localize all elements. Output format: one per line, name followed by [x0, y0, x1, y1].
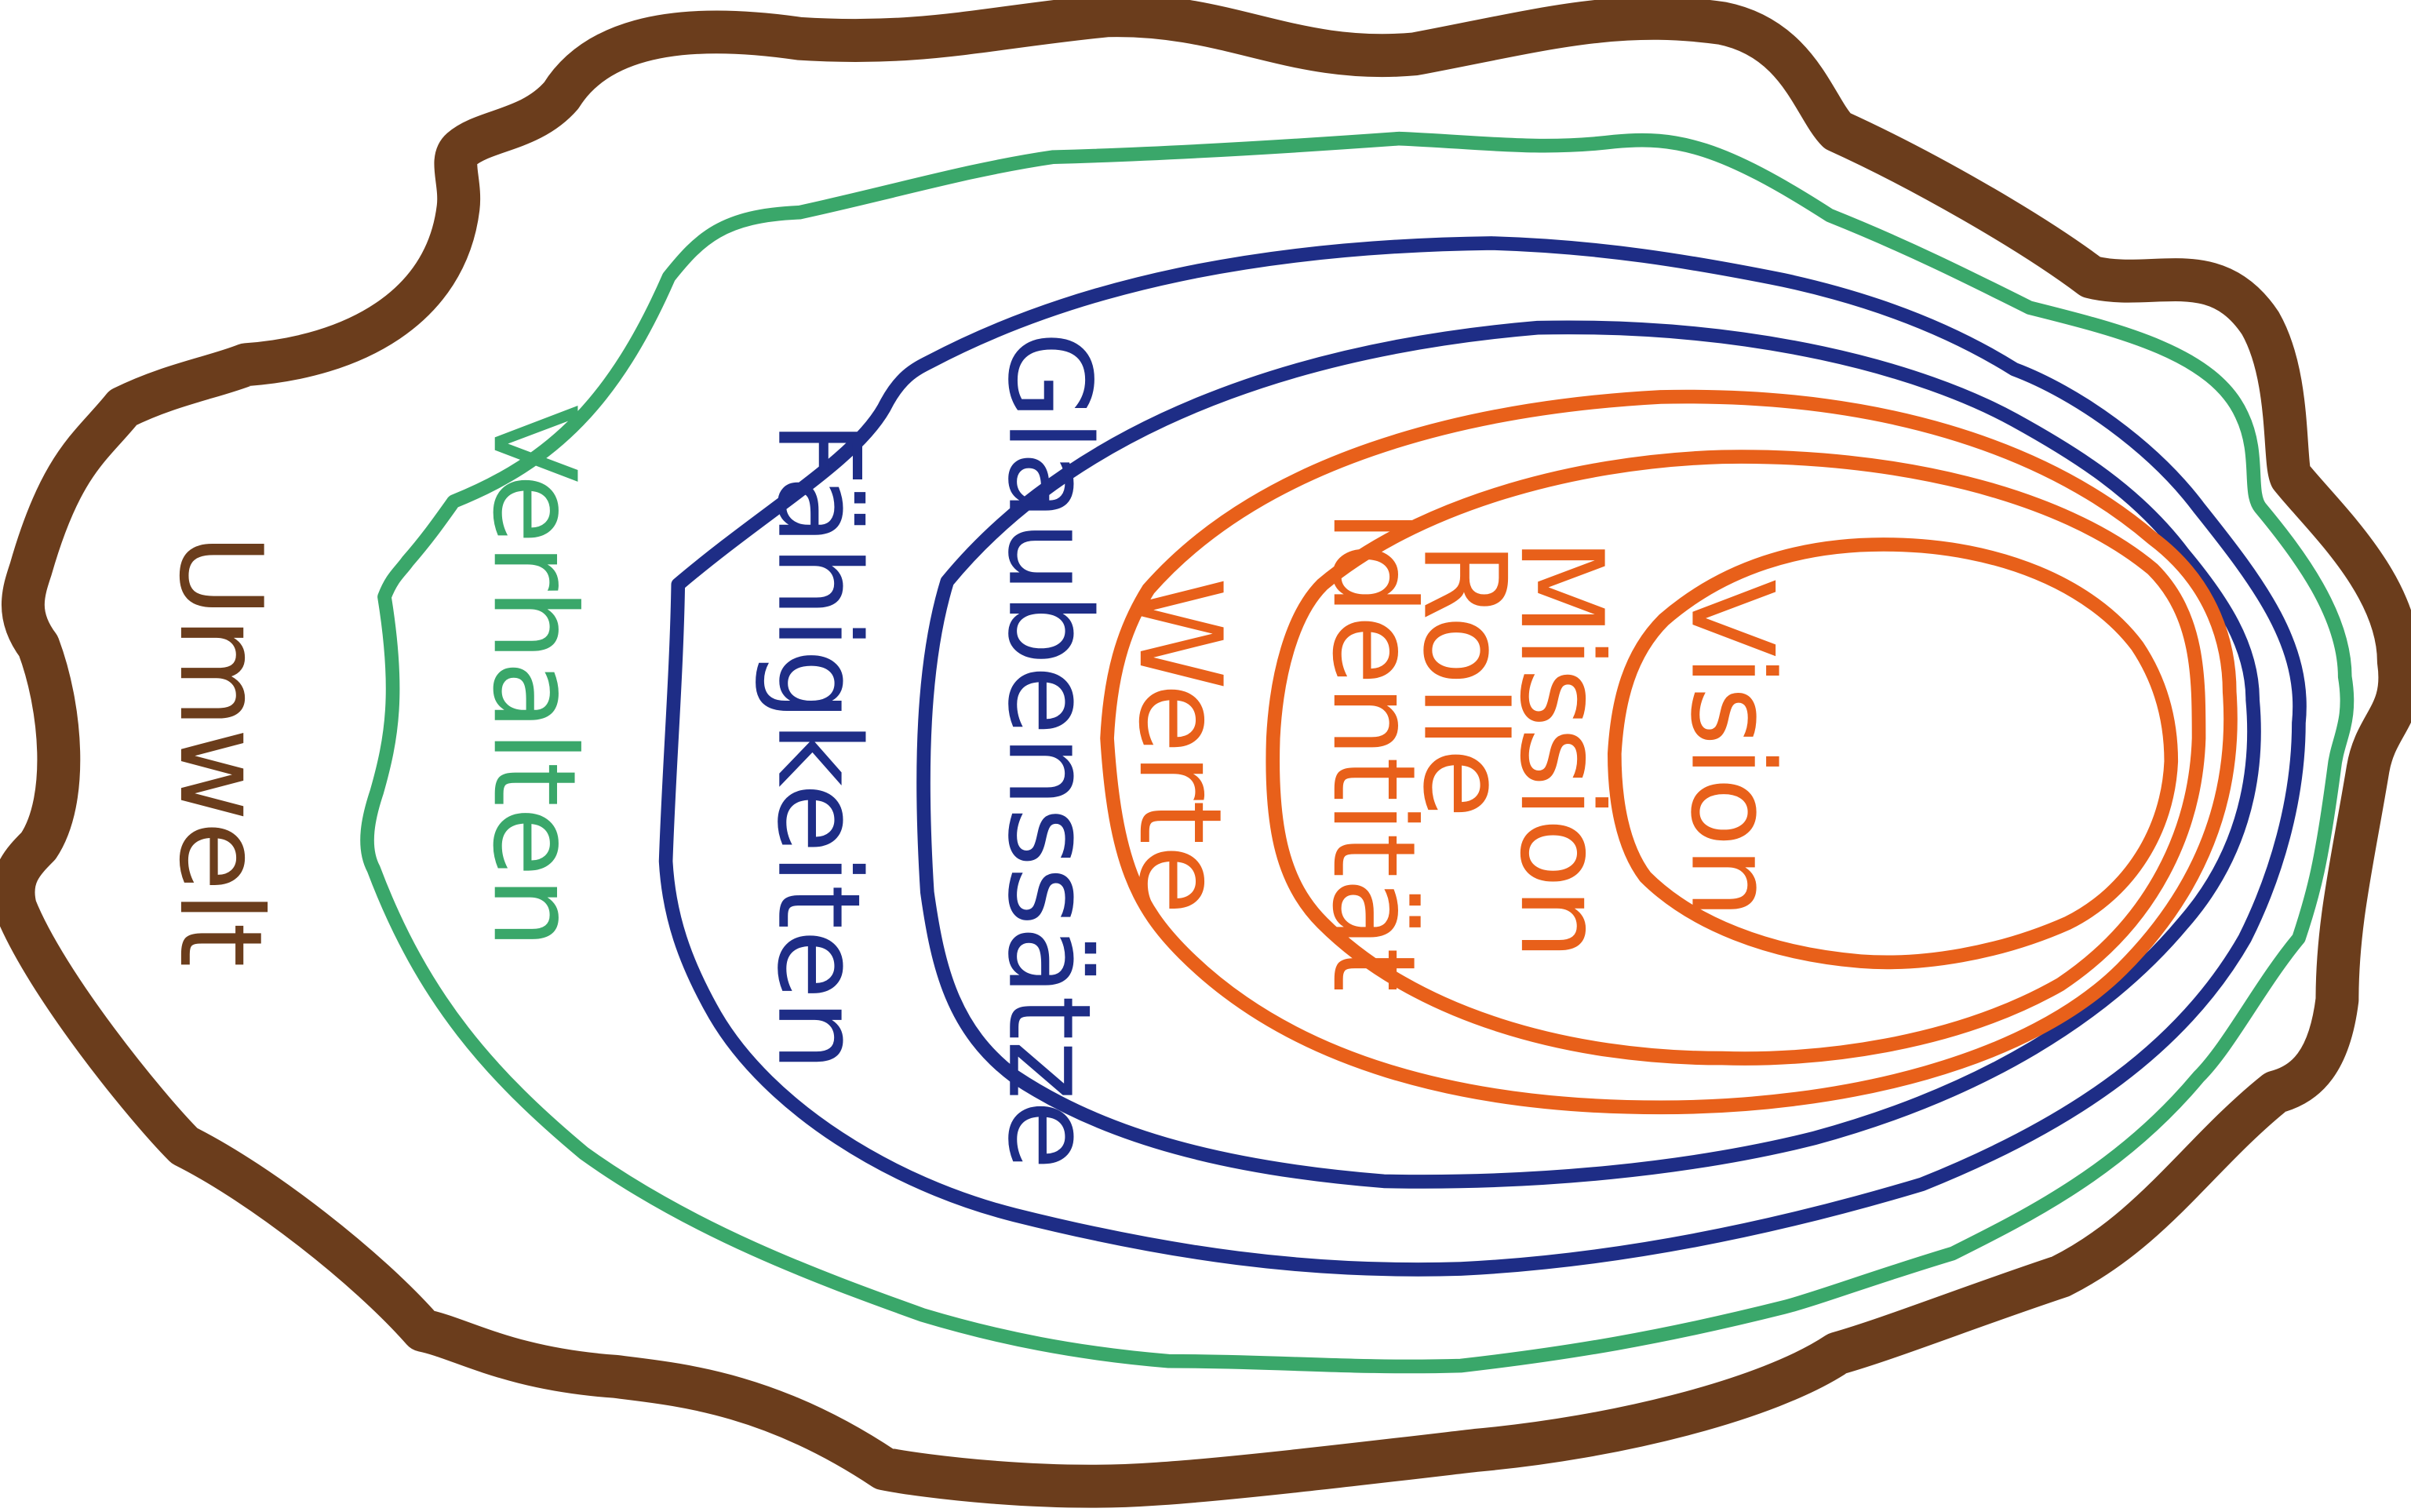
ring-faehigkeiten	[658, 236, 2307, 1277]
label-rolle: Rolle	[1397, 541, 1530, 818]
label-verhalten: Verhalten	[468, 405, 600, 949]
label-werte: Werte	[1113, 577, 1246, 915]
label-faehigkeiten: Fähigkeiten	[752, 421, 884, 1072]
ring-identitaet	[1266, 450, 2206, 1066]
ring-vision	[1607, 537, 2179, 970]
ring-verhalten	[360, 131, 2355, 1374]
label-mission: Mission	[1495, 538, 1627, 960]
label-identitaet: Identität	[1307, 509, 1440, 993]
label-umwelt: Umwelt	[154, 534, 286, 967]
label-vision: Vision	[1665, 579, 1797, 919]
ring-werte	[1100, 389, 2238, 1115]
label-glaubenssaetze: Glaubenssätze	[982, 331, 1115, 1170]
ring-glaubenssaetze	[916, 320, 2261, 1189]
